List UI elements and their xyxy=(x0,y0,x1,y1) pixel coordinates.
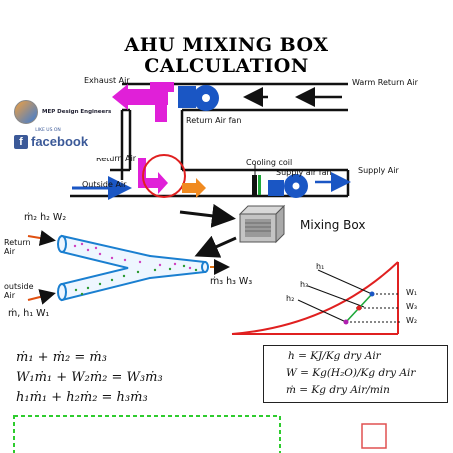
title-line-1: AHU MIXING BOX xyxy=(124,34,329,56)
psychro-label-h1: h₁ xyxy=(316,262,325,271)
return-air-inlet-arrow xyxy=(27,230,56,246)
mixing-box-picture xyxy=(238,204,286,244)
label-return-air-in: Return Air xyxy=(4,238,31,256)
label-stream-2-vars: ṁ, h₁ W₁ xyxy=(8,308,50,319)
from-mixing-box-arrow xyxy=(194,235,237,258)
psychro-label-w2: W₂ xyxy=(406,316,418,325)
equation-energy-balance: h₁ṁ₁ + h₂ṁ₂ = h₃ṁ₃ xyxy=(16,390,148,405)
like-us-text: LIKE US ON xyxy=(35,128,61,133)
to-mixing-box-arrow xyxy=(179,203,236,228)
label-outside-air-in: outside Air xyxy=(4,282,34,300)
bottom-corner-box xyxy=(361,423,387,449)
unit-mass-flow: ṁ = Kg dry Air/min xyxy=(286,384,390,396)
psychro-label-h3: h₃ xyxy=(300,280,309,289)
brand-name: MEP Design Engineers xyxy=(42,108,112,115)
return-air-fan-symbol xyxy=(178,85,219,111)
mixing-point-circle xyxy=(142,154,186,198)
cooling-coil-symbol xyxy=(252,164,261,195)
label-outlet-vars: ṁ₃ h₃ W₃ xyxy=(210,276,253,287)
y-junction xyxy=(57,234,209,302)
label-cooling-coil: Cooling coil xyxy=(246,158,293,167)
facebook-wordmark: facebook xyxy=(31,134,89,149)
label-supply-air: Supply Air xyxy=(358,166,399,175)
units-box: h = KJ/Kg dry Air W = Kg(H₂O)/Kg dry Air… xyxy=(263,345,448,403)
supply-air-fan-symbol xyxy=(268,174,308,198)
equation-moisture-balance: W₁ṁ₁ + W₂ṁ₂ = W₃ṁ₃ xyxy=(16,370,163,385)
label-exhaust-air: Exhaust Air xyxy=(84,76,130,85)
psychro-label-w3: W₃ xyxy=(406,302,418,311)
mixing-damper xyxy=(150,82,174,122)
label-return-air: Return Air xyxy=(96,154,137,163)
label-supply-air-fan: Supply air fan xyxy=(276,168,332,177)
brand-logo-icon xyxy=(14,100,38,124)
label-stream-1-vars: ṁ₂ h₂ W₂ xyxy=(24,212,67,223)
label-return-air-fan: Return Air fan xyxy=(186,116,242,125)
title-line-2: CALCULATION xyxy=(144,55,309,77)
unit-enthalpy: h = KJ/Kg dry Air xyxy=(288,350,381,362)
mixed-air-arrow xyxy=(182,178,206,198)
equation-mass-balance: ṁ₁ + ṁ₂ = ṁ₃ xyxy=(16,350,107,365)
psychro-label-h2: h₂ xyxy=(286,294,295,303)
label-warm-return-air: Warm Return Air xyxy=(352,78,418,87)
bottom-dashed-box xyxy=(13,415,281,453)
psychrometric-chart xyxy=(231,261,400,335)
unit-humidity-ratio: W = Kg(H₂O)/Kg dry Air xyxy=(286,367,416,379)
label-outside-air: Outside Air xyxy=(82,180,127,189)
psychro-label-w1: W₁ xyxy=(406,288,418,297)
label-mixing-box: Mixing Box xyxy=(300,218,366,232)
facebook-badge[interactable]: MEP Design Engineers LIKE US ON f facebo… xyxy=(14,100,112,158)
facebook-icon: f xyxy=(14,134,28,149)
outside-air-inlet-arrow xyxy=(27,289,56,305)
